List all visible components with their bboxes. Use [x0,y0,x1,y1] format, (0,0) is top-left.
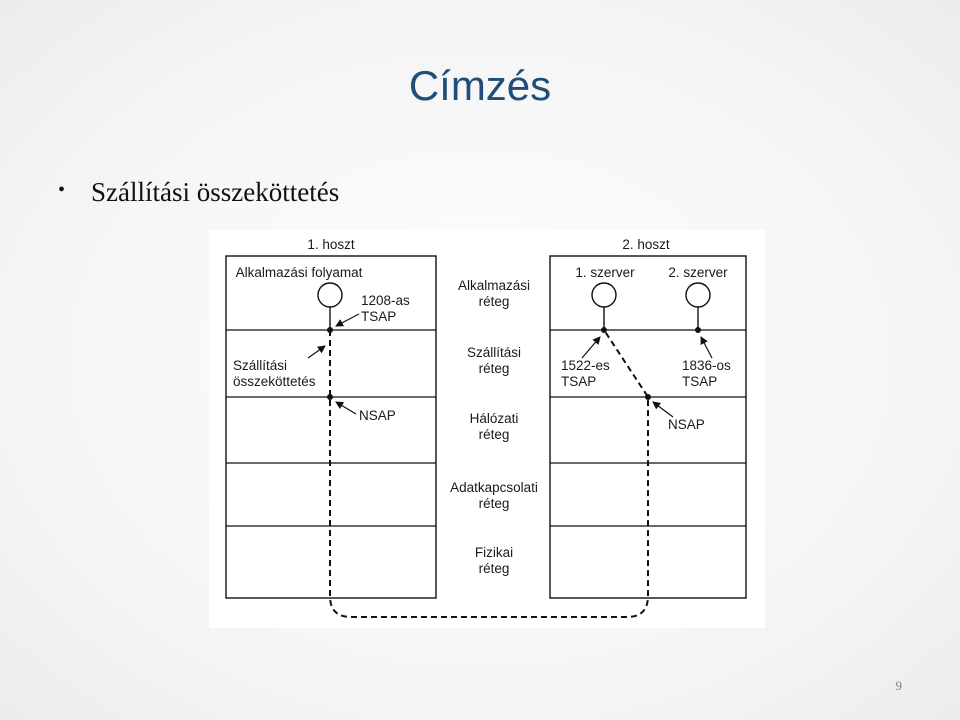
host2-server2-circle [685,282,711,308]
host2-tsap2-label-line2: TSAP [682,374,717,389]
host2-tsap2-point [695,327,701,333]
bullet-dot-icon: • [58,179,66,201]
host1-process-label: Alkalmazási folyamat [236,265,363,280]
host1-stack [225,255,437,599]
transport-addressing-diagram: 1. hoszt 2. hoszt Alkalmazási folyamat 1… [209,230,765,628]
host1-conn-label-line2: összeköttetés [233,374,316,389]
host2-server2-label: 2. szerver [668,265,728,280]
host1-tsap-label-line2: TSAP [361,309,396,324]
host1-title: 1. hoszt [307,237,355,252]
layer-network-line2: réteg [479,427,510,442]
layer-transport-line2: réteg [479,361,510,376]
host2-tsap1-label-line1: 1522-es [561,358,610,373]
layer-application-line1: Alkalmazási [458,278,530,293]
page-number: 9 [895,678,903,693]
host2-tsap2-label-line1: 1836-os [682,358,731,373]
transport-connection-path [329,329,649,618]
host2-tsap1-label-line2: TSAP [561,374,596,389]
host1-nsap-point [327,394,333,400]
slide-title: Címzés [408,62,552,109]
host1-tsap-label-line1: 1208-as [361,293,410,308]
host1-nsap-label: NSAP [359,408,396,423]
diagram-svg: 1. hoszt 2. hoszt Alkalmazási folyamat 1… [225,237,747,618]
host1-conn-label-line1: Szállítási [233,358,287,373]
layer-application-line2: réteg [479,294,510,309]
layer-datalink-line2: réteg [479,496,510,511]
host1-process-circle [317,282,343,308]
host2-server1-circle [591,282,617,308]
host2-tsap1-point [601,327,607,333]
bullet-text: Szállítási összeköttetés [91,177,340,207]
layer-physical-line1: Fizikai [475,545,513,560]
bullet-item: • Szállítási összeköttetés [58,177,339,208]
layer-transport-line1: Szállítási [467,345,521,360]
host2-title: 2. hoszt [622,237,670,252]
layer-network-line1: Hálózati [470,411,519,426]
host2-stack [549,255,747,599]
layer-datalink-line1: Adatkapcsolati [450,480,538,495]
host2-server1-label: 1. szerver [575,265,635,280]
layer-physical-line2: réteg [479,561,510,576]
host2-nsap-label: NSAP [668,417,705,432]
